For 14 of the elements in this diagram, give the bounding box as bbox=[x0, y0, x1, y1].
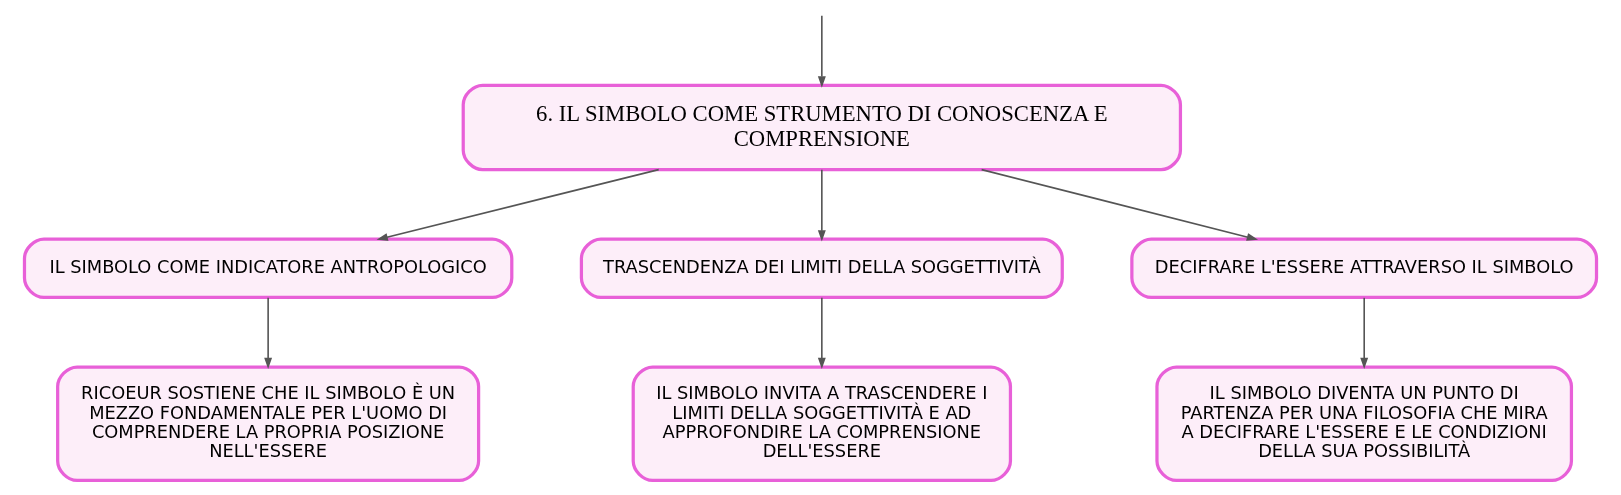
arrow bbox=[376, 168, 660, 241]
node-box: RICOEUR SOSTIENE CHE IL SIMBOLO È UN MEZZO FONDAMENTALE PER L'UOMO DI COMPRENDERE LA PROPRIA POSIZIONE NELL'ESSERE bbox=[56, 365, 481, 483]
arrow bbox=[817, 168, 826, 242]
arrow bbox=[264, 297, 273, 370]
node-box: IL SIMBOLO INVITA A TRASCENDERE I LIMITI DELLA SOGGETTIVITÀ E AD APPROFONDIRE LA COMPRENSIONE DELL'ESSERE bbox=[631, 365, 1013, 483]
node-box: 6. IL SIMBOLO COME STRUMENTO DI CONOSCENZA E COMPRENSIONE bbox=[461, 83, 1183, 172]
node-box: IL SIMBOLO DIVENTA UN PUNTO DI PARTENZA PER UNA FILOSOFIA CHE MIRA A DECIFRARE L'ESSERE E LE CONDIZIONI DELLA SUA POSSIBILITÀ bbox=[1155, 365, 1574, 483]
arrow bbox=[1360, 297, 1369, 370]
arrow bbox=[817, 297, 826, 370]
arrow bbox=[980, 168, 1259, 241]
node-box: TRASCENDENZA DEI LIMITI DELLA SOGGETTIVITÀ bbox=[579, 237, 1064, 300]
arrow bbox=[817, 15, 826, 88]
node-box: IL SIMBOLO COME INDICATORE ANTROPOLOGICO bbox=[22, 237, 514, 300]
node-box: DECIFRARE L'ESSERE ATTRAVERSO IL SIMBOLO bbox=[1130, 237, 1599, 300]
